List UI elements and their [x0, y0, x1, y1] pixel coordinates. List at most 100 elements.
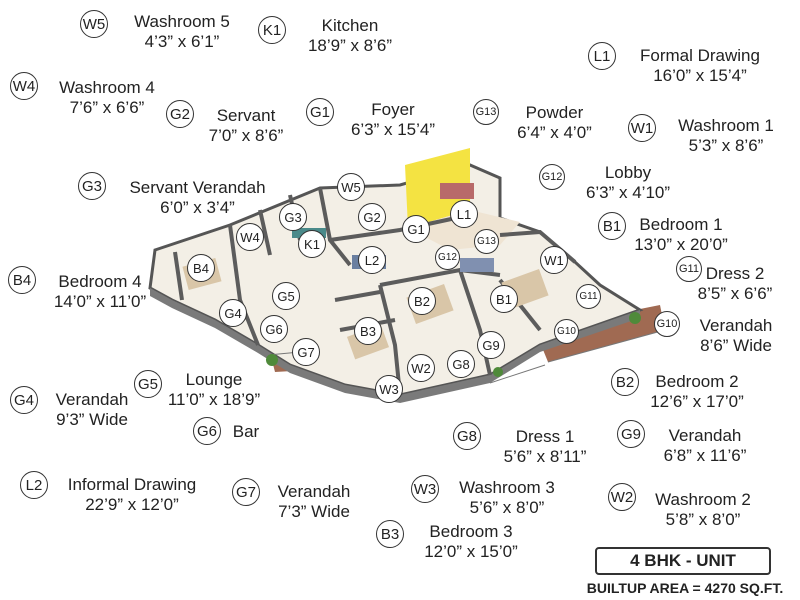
legend-b2-name: Bedroom 2	[655, 372, 739, 391]
marker-g7: G7	[292, 338, 320, 366]
legend-badge-g1: G1	[306, 98, 334, 126]
legend-g6-name: Bar	[232, 422, 260, 441]
legend-g11-name: Dress 2	[705, 264, 765, 283]
legend-g6: Bar	[226, 422, 266, 442]
legend-g10-name: Verandah	[699, 316, 773, 335]
legend-badge-b3: B3	[376, 520, 404, 548]
marker-w5: W5	[337, 173, 365, 201]
legend-w2-dims: 5’8” x 8’0”	[665, 510, 741, 529]
legend-g5-dims: 11’0” x 18’9”	[167, 390, 261, 409]
legend-w5-name: Washroom 5	[134, 12, 230, 31]
legend-b1-name: Bedroom 1	[639, 215, 723, 234]
legend-b4-dims: 14’0” x 11’0”	[53, 292, 147, 311]
marker-g6: G6	[260, 315, 288, 343]
builtup-area: BUILTUP AREA = 4270 SQ.FT.	[586, 580, 784, 596]
legend-g3-dims: 6’0” x 3’4”	[160, 198, 235, 217]
legend-w1-name: Washroom 1	[678, 116, 774, 135]
legend-g3-name: Servant Verandah	[129, 178, 266, 197]
legend-w1-dims: 5’3” x 8’6”	[688, 136, 764, 155]
plant	[266, 354, 278, 366]
legend-badge-g6: G6	[193, 417, 221, 445]
marker-k1: K1	[298, 230, 326, 258]
marker-g1: G1	[402, 215, 430, 243]
legend-badge-g4: G4	[10, 386, 38, 414]
sofa-formal	[440, 183, 474, 199]
marker-g11: G11	[576, 284, 601, 309]
marker-l1: L1	[450, 200, 478, 228]
marker-g12: G12	[435, 245, 460, 270]
legend-g4-dims: 9’3” Wide	[56, 410, 128, 429]
marker-w3: W3	[375, 375, 403, 403]
marker-g10: G10	[554, 319, 579, 344]
legend-g12-dims: 6’3” x 4’10”	[585, 183, 671, 202]
plant	[493, 367, 503, 377]
legend-g1-dims: 6’3” x 15’4”	[350, 120, 436, 139]
legend-badge-g8: G8	[453, 422, 481, 450]
legend-l2-dims: 22’9” x 12’0”	[85, 495, 179, 514]
legend-badge-w5: W5	[80, 10, 108, 38]
legend-g13-dims: 6’4” x 4’0”	[517, 123, 592, 142]
legend-badge-b2: B2	[611, 368, 639, 396]
legend-g11-dims: 8’5” x 6’6”	[697, 284, 773, 303]
slab-edge	[150, 288, 640, 403]
legend-badge-g2: G2	[166, 100, 194, 128]
legend-badge-w4: W4	[10, 72, 38, 100]
legend-g8-name: Dress 1	[515, 427, 575, 446]
legend-badge-l1: L1	[588, 42, 616, 70]
legend-badge-g12: G12	[539, 164, 565, 190]
legend-g7-dims: 7’3” Wide	[278, 502, 350, 521]
legend-l2-name: Informal Drawing	[67, 475, 197, 494]
marker-g5: G5	[272, 282, 300, 310]
legend-badge-g10: G10	[654, 311, 680, 337]
legend-g8-dims: 5’6” x 8’11”	[503, 447, 587, 466]
legend-b1-dims: 13’0” x 20’0”	[634, 235, 728, 254]
legend-w4-dims: 7’6” x 6’6”	[69, 98, 145, 117]
marker-w2: W2	[407, 354, 435, 382]
legend-w4-name: Washroom 4	[59, 78, 155, 97]
legend-badge-g3: G3	[78, 172, 106, 200]
marker-w1: W1	[540, 246, 568, 274]
marker-g2: G2	[358, 203, 386, 231]
legend-badge-k1: K1	[258, 16, 286, 44]
legend-badge-w2: W2	[608, 483, 636, 511]
legend-badge-g11: G11	[676, 256, 702, 282]
marker-g3: G3	[279, 203, 307, 231]
marker-g9: G9	[477, 331, 505, 359]
legend-g9-name: Verandah	[668, 426, 742, 445]
legend-w2-name: Washroom 2	[655, 490, 751, 509]
legend-badge-g7: G7	[232, 478, 260, 506]
legend-g13-name: Powder	[525, 103, 584, 122]
legend-g2-name: Servant	[216, 106, 276, 125]
legend-b4-name: Bedroom 4	[58, 272, 142, 291]
marker-b1: B1	[490, 285, 518, 313]
legend-g12-name: Lobby	[604, 163, 652, 182]
marker-w4: W4	[236, 223, 264, 251]
sofa-lobby	[460, 258, 494, 272]
marker-g8: G8	[447, 350, 475, 378]
legend-g10-dims: 8’6” Wide	[700, 336, 772, 355]
legend-badge-w1: W1	[628, 114, 656, 142]
unit-type-label: 4 BHK - UNIT	[595, 547, 771, 575]
legend-badge-g13: G13	[473, 99, 499, 125]
legend-g1-name: Foyer	[371, 100, 415, 119]
marker-g4: G4	[219, 299, 247, 327]
legend-badge-g9: G9	[617, 420, 645, 448]
legend-badge-g5: G5	[134, 370, 162, 398]
